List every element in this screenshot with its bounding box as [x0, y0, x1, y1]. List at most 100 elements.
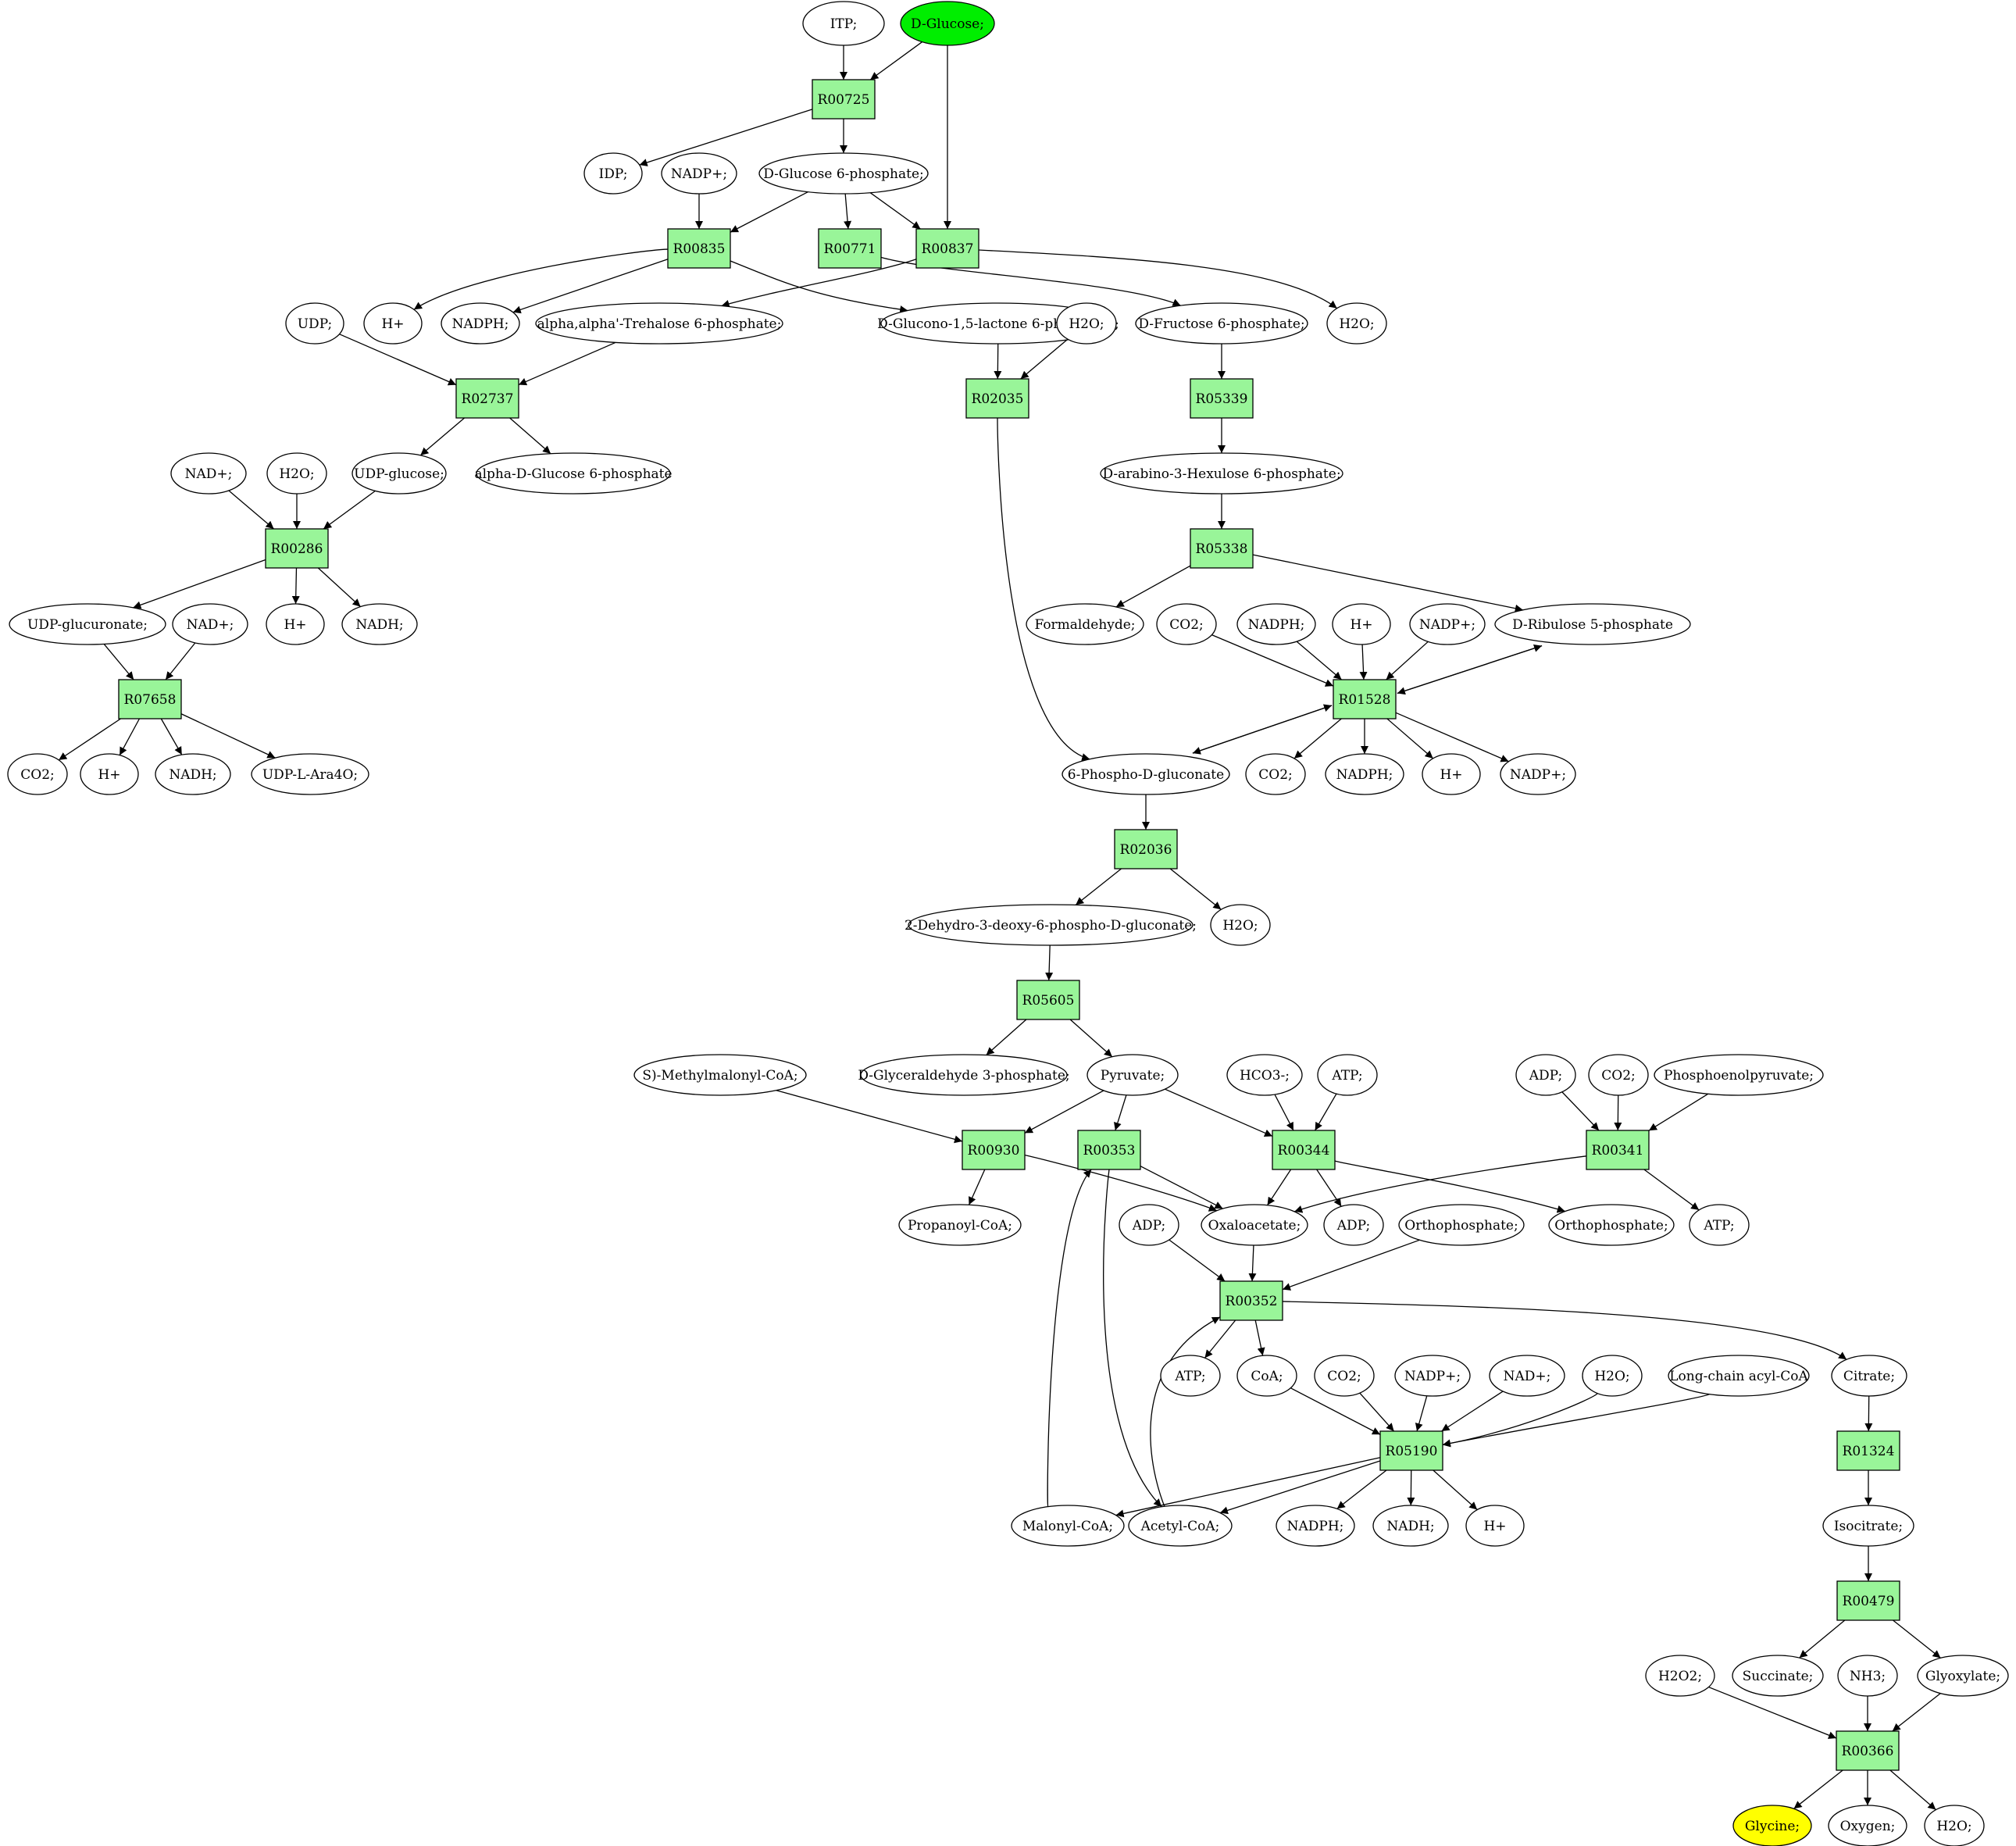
reaction-box [1077, 1130, 1141, 1170]
metabolite-ellipse [1062, 753, 1230, 795]
metabolite-ellipse [1394, 1355, 1471, 1397]
metabolite-node-acetyl: Acetyl-CoA; [1128, 1505, 1233, 1547]
metabolite-ellipse [9, 603, 166, 645]
node-label: D-arabino-3-Hexulose 6-phosphate; [1102, 466, 1340, 482]
reaction-box [1272, 1130, 1336, 1170]
reaction-node-r00352: R00352 [1219, 1280, 1283, 1321]
edge-adp_a-to-r00341 [1561, 1091, 1600, 1131]
edge-oxaloacetate-to-r00352 [1248, 1244, 1257, 1282]
edge-r00835-to-nadph_a [512, 259, 669, 314]
reaction-box [1190, 378, 1254, 419]
edge-h2o2-to-r00366 [1708, 1686, 1837, 1739]
reaction-box [812, 79, 876, 120]
node-label: ATP; [1703, 1218, 1734, 1234]
metabolite-node-nadph_b: NADPH; [1236, 603, 1316, 645]
node-label: H+ [381, 316, 404, 332]
metabolite-ellipse [1128, 1505, 1233, 1547]
node-label: NAD+; [187, 617, 234, 633]
metabolite-node-nad_c: NAD+; [1489, 1355, 1565, 1397]
metabolite-node-h2o_b: H2O; [1326, 302, 1387, 345]
metabolite-ellipse [351, 452, 447, 495]
edge-hplus_c-to-r01528 [1359, 644, 1368, 680]
metabolite-ellipse [1398, 1204, 1525, 1246]
metabolite-node-nad_a: NAD+; [170, 452, 247, 495]
edge-r00352-to-atp_c [1204, 1319, 1236, 1359]
node-label: ADP; [1132, 1218, 1165, 1234]
node-label: Oxygen; [1840, 1819, 1896, 1834]
node-label: NADP+; [1404, 1369, 1461, 1384]
reaction-box [1333, 679, 1397, 719]
reaction-box [1836, 1430, 1900, 1471]
reaction-box [1586, 1130, 1650, 1170]
node-label: Long-chain acyl-CoA [1669, 1369, 1808, 1384]
metabolite-ellipse [1494, 603, 1691, 645]
edge-r00341-to-atp_b [1643, 1169, 1700, 1211]
node-label: NADP+; [671, 166, 727, 182]
node-label: Glycine; [1745, 1819, 1800, 1834]
edge-layer [58, 41, 1941, 1811]
metabolite-node-co2_e: CO2; [1314, 1355, 1375, 1397]
reaction-box [1016, 980, 1080, 1020]
metabolite-node-citrate: Citrate; [1831, 1355, 1907, 1397]
metabolite-node-glycine: Glycine; [1732, 1805, 1812, 1846]
metabolite-node-hplus_e: H+ [1422, 753, 1481, 795]
metabolite-node-isocitrate: Isocitrate; [1822, 1505, 1914, 1547]
metabolite-node-hplus_d: H+ [80, 753, 139, 795]
metabolite-node-hplus_b: H+ [266, 603, 325, 645]
metabolite-node-kdpg: 2-Dehydro-3-deoxy-6-phospho-D-gluconate; [905, 904, 1197, 946]
metabolite-node-longacyl: Long-chain acyl-CoA [1668, 1355, 1810, 1397]
metabolite-ellipse [1837, 1655, 1898, 1697]
reaction-box [118, 679, 182, 719]
node-label: Orthophosphate; [1404, 1218, 1518, 1234]
reaction-node-r00771: R00771 [818, 228, 882, 269]
node-label: UDP-glucose; [354, 466, 444, 482]
metabolite-ellipse [441, 302, 520, 345]
metabolite-ellipse [1654, 1054, 1824, 1096]
metabolite-ellipse [1924, 1805, 1985, 1846]
reaction-node-r05190: R05190 [1379, 1430, 1443, 1471]
metabolite-ellipse [860, 1054, 1068, 1096]
edge-pyruvate-to-r00344 [1165, 1088, 1273, 1137]
edge-r00835-to-glucono [730, 260, 908, 313]
node-label: CO2; [1601, 1068, 1636, 1084]
node-label: H+ [98, 767, 120, 783]
edge-r05338-to-ribulose [1252, 554, 1523, 612]
edge-nad_c-to-r05190 [1441, 1391, 1504, 1432]
node-label: Acetyl-CoA; [1140, 1519, 1220, 1534]
edge-r02737-to-adg6p [509, 417, 551, 455]
node-label: NADPH; [1336, 767, 1393, 783]
metabolite-node-atp_c: ATP; [1160, 1355, 1221, 1397]
metabolite-ellipse [1119, 1204, 1179, 1246]
edge-g6p-to-r00837 [869, 192, 921, 230]
metabolite-node-nadph_a: NADPH; [441, 302, 520, 345]
edge-g6p-to-r00835 [730, 191, 808, 233]
reaction-node-r01528: R01528 [1333, 679, 1397, 719]
node-label: R05339 [1196, 391, 1248, 407]
metabolite-ellipse [900, 1, 995, 46]
edge-r05190-to-acetyl [1219, 1460, 1381, 1515]
metabolite-ellipse [1056, 302, 1117, 345]
edge-r01528-to-nadp_c [1395, 712, 1509, 762]
node-label: NAD+; [185, 466, 233, 482]
metabolite-ellipse [1210, 904, 1271, 946]
metabolite-ellipse [172, 603, 248, 645]
metabolite-node-nadp_c: NADP+; [1500, 753, 1576, 795]
edge-h2o_a-to-r02035 [1020, 338, 1069, 380]
metabolite-ellipse [1160, 1355, 1221, 1397]
node-label: R00930 [968, 1143, 1020, 1159]
reaction-box [962, 1130, 1026, 1170]
metabolite-ellipse [476, 452, 671, 495]
metabolite-ellipse [1828, 1805, 1907, 1846]
edge-acetyl-to-r00352 [1150, 1316, 1221, 1507]
edge-r05338-to-formaldehyde [1115, 565, 1191, 608]
reaction-node-r01324: R01324 [1836, 1430, 1900, 1471]
reaction-box [667, 228, 731, 269]
reaction-node-r00835: R00835 [667, 228, 731, 269]
edge-coa-to-r05190 [1290, 1387, 1381, 1435]
metabolite-ellipse [1245, 753, 1306, 795]
metabolite-ellipse [1201, 1204, 1308, 1246]
metabolite-ellipse [1323, 1204, 1384, 1246]
reaction-node-r02035: R02035 [965, 378, 1029, 419]
reaction-node-r02737: R02737 [455, 378, 519, 419]
